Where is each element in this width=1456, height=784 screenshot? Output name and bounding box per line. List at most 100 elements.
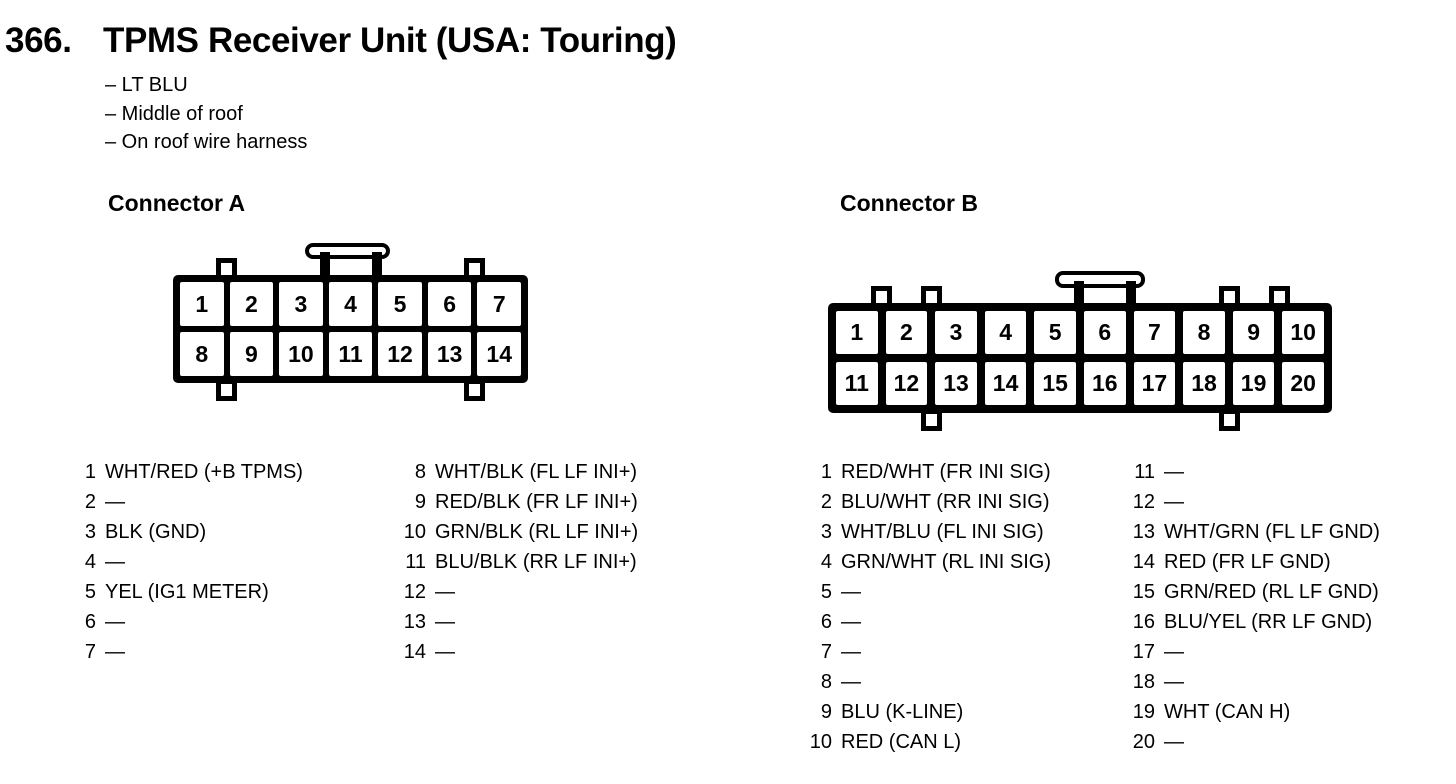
pin-cell-10: 10 xyxy=(1282,311,1324,354)
pin-label: WHT/GRN (FL LF GND) xyxy=(1164,520,1380,543)
pin-number: 13 xyxy=(403,610,426,633)
pin-number: 15 xyxy=(1132,580,1155,603)
pin-cell-3: 3 xyxy=(935,311,977,354)
pin-label: RED/WHT (FR INI SIG) xyxy=(841,460,1051,483)
pin-cell-13: 13 xyxy=(935,362,977,405)
pin-label: YEL (IG1 METER) xyxy=(105,580,269,603)
pin-row: 11— xyxy=(1115,457,1380,487)
pin-label: — xyxy=(841,580,861,603)
pin-number: 3 xyxy=(820,520,832,543)
pin-number: 20 xyxy=(1132,730,1155,753)
pin-number: 8 xyxy=(414,460,426,483)
pin-label: — xyxy=(841,670,861,693)
pin-label: — xyxy=(841,610,861,633)
pin-row: 3 WHT/BLU (FL INI SIG) xyxy=(792,517,1051,547)
pin-number: 7 xyxy=(820,640,832,663)
section-number: 366. xyxy=(5,21,72,60)
pin-cell-1: 1 xyxy=(836,311,878,354)
pin-label: — xyxy=(105,640,125,663)
pin-label: — xyxy=(105,550,125,573)
pin-row: 9 BLU (K-LINE) xyxy=(792,697,1051,727)
pin-row: 7— xyxy=(66,637,303,667)
pin-number: 16 xyxy=(1132,610,1155,633)
pin-row: 20 — xyxy=(1115,727,1380,757)
pin-cell-15: 15 xyxy=(1034,362,1076,405)
pin-label: GRN/RED (RL LF GND) xyxy=(1164,580,1379,603)
pin-label: RED (CAN L) xyxy=(841,730,962,753)
pin-label: WHT/BLU (FL INI SIG) xyxy=(841,520,1044,543)
pin-number: 3 xyxy=(84,520,96,543)
pin-number: 9 xyxy=(414,490,426,513)
pin-number: 9 xyxy=(820,700,832,723)
pin-label: — xyxy=(435,580,455,603)
note-line: – LT BLU xyxy=(105,74,188,96)
pin-cell-20: 20 xyxy=(1282,362,1324,405)
connector-a-latch-leg xyxy=(372,252,382,278)
pin-label: — xyxy=(1164,640,1184,663)
connector-b-latch-leg xyxy=(1126,281,1136,307)
pin-cell-4: 4 xyxy=(984,311,1027,354)
pin-row: 11 BLU/BLK (RR LF INI+) xyxy=(386,547,638,577)
pin-row: 3 BLK (GND) xyxy=(66,517,303,547)
pin-label: WHT (CAN H) xyxy=(1164,700,1291,723)
pin-cell-19: 19 xyxy=(1232,362,1275,405)
pin-label: BLU (K-LINE) xyxy=(841,700,964,723)
pin-row: 13 — xyxy=(386,607,638,637)
pin-number: 4 xyxy=(84,550,96,573)
pin-label: BLU/YEL (RR LF GND) xyxy=(1164,610,1373,633)
pin-cell-1: 1 xyxy=(180,282,224,326)
pin-number: 14 xyxy=(1132,550,1155,573)
pin-number: 18 xyxy=(1132,670,1155,693)
pin-label: — xyxy=(435,610,455,633)
pin-label: BLK (GND) xyxy=(105,520,207,543)
pin-number: 1 xyxy=(820,460,832,483)
connector-b-bottom-tab xyxy=(1219,409,1240,431)
pin-row: 12 — xyxy=(1115,487,1380,517)
pin-label: BLU/BLK (RR LF INI+) xyxy=(435,550,637,573)
pin-row: 4— xyxy=(66,547,303,577)
pin-cell-16: 16 xyxy=(1083,362,1126,405)
pin-number: 19 xyxy=(1132,700,1155,723)
pin-cell-3: 3 xyxy=(279,282,323,326)
location-notes: – LT BLU – Middle of roof – On roof wire… xyxy=(105,71,307,157)
pin-cell-6: 6 xyxy=(1083,311,1126,354)
pin-cell-17: 17 xyxy=(1133,362,1176,405)
pin-cell-11: 11 xyxy=(328,332,373,376)
pin-number: 12 xyxy=(403,580,426,603)
pin-row: 7— xyxy=(792,637,1051,667)
pin-row: 15 GRN/RED (RL LF GND) xyxy=(1115,577,1380,607)
pin-label: — xyxy=(1164,490,1184,513)
connector-a-bottom-tab xyxy=(464,379,485,401)
pin-number: 11 xyxy=(405,550,426,573)
pin-number: 10 xyxy=(809,730,832,753)
pin-cell-10: 10 xyxy=(279,332,323,376)
pin-cell-12: 12 xyxy=(885,362,928,405)
pin-label: — xyxy=(105,490,125,513)
connector-b-bottom-tab xyxy=(921,409,942,431)
pin-cell-2: 2 xyxy=(885,311,928,354)
pin-label: — xyxy=(1164,730,1184,753)
pin-row: 12 — xyxy=(386,577,638,607)
pin-number: 10 xyxy=(403,520,426,543)
note-line: – Middle of roof xyxy=(105,102,243,125)
pin-number: 6 xyxy=(84,610,96,633)
connector-a-bottom-tab xyxy=(216,379,237,401)
pin-number: 2 xyxy=(820,490,832,513)
pin-cell-13: 13 xyxy=(427,332,472,376)
pin-row: 16 BLU/YEL (RR LF GND) xyxy=(1115,607,1380,637)
pin-label: — xyxy=(1164,670,1184,693)
pin-row: 10 RED (CAN L) xyxy=(792,727,1051,757)
pin-cell-9: 9 xyxy=(1232,311,1275,354)
pin-cell-7: 7 xyxy=(477,282,521,326)
connector-b-latch-leg xyxy=(1074,281,1084,307)
pin-cell-14: 14 xyxy=(477,332,521,376)
pin-number: 6 xyxy=(820,610,832,633)
pin-number: 12 xyxy=(1132,490,1155,513)
